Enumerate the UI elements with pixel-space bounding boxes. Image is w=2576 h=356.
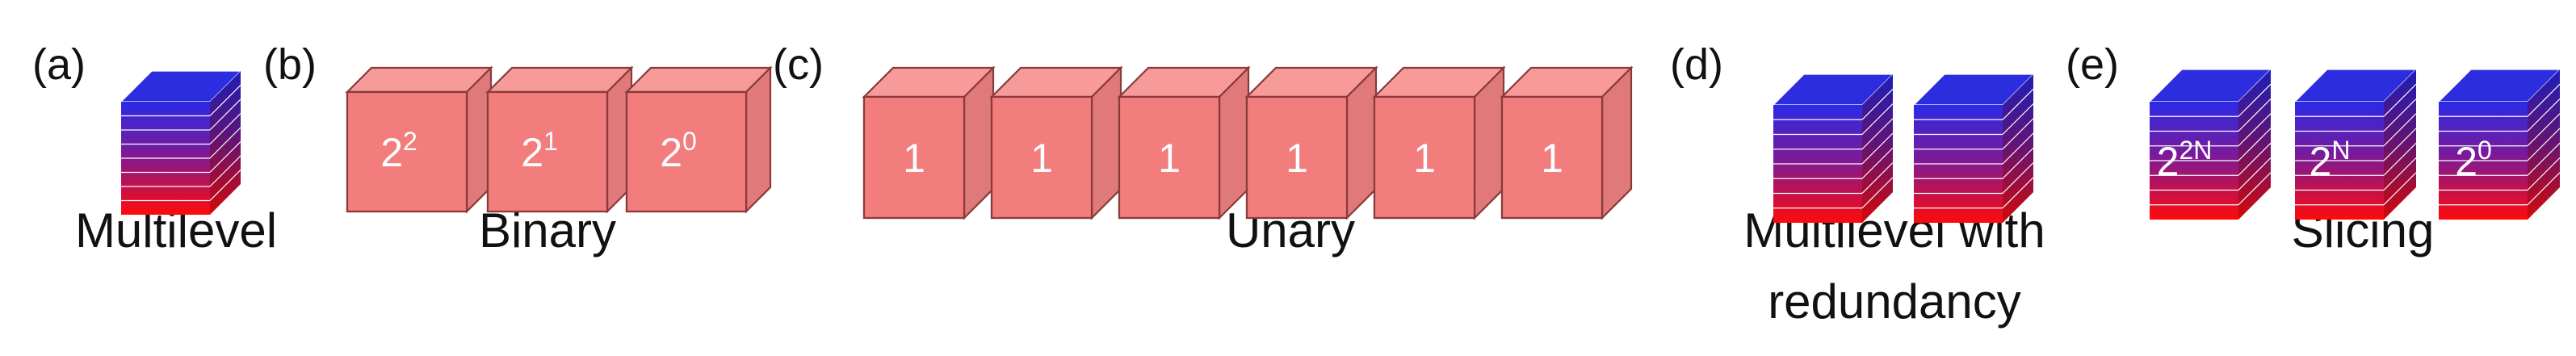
cell-base: 1 — [1286, 136, 1308, 181]
cell-value: 21 — [521, 127, 558, 175]
cell-base: 1 — [1158, 136, 1181, 181]
multilevel-stack: 22N — [2148, 69, 2272, 220]
cell-value: 1 — [1286, 136, 1308, 181]
cell-exponent: 0 — [2477, 136, 2492, 165]
cell-value: 20 — [660, 127, 697, 175]
cell-value: 22 — [380, 127, 417, 175]
multilevel-stack — [1772, 73, 1894, 223]
panel-tag: (a) — [32, 40, 86, 89]
unit-cell: 1 — [862, 65, 996, 220]
panel-caption: redundancy — [1768, 274, 2021, 329]
multilevel-stack: 2N — [2293, 69, 2418, 220]
cell-value: 20 — [2455, 136, 2492, 184]
cell-exponent: N — [2331, 136, 2350, 165]
cell-base: 1 — [903, 136, 925, 181]
panel-tag: (c) — [773, 40, 824, 89]
cell-exponent: 2N — [2179, 136, 2212, 165]
cell-exponent: 1 — [543, 127, 558, 156]
cell-base: 2 — [380, 130, 403, 175]
unit-cell: 1 — [1372, 65, 1506, 220]
cell-base: 2 — [2157, 139, 2180, 184]
cell-base: 2 — [521, 130, 543, 175]
cell-value: 2N — [2310, 136, 2351, 184]
panel-tag: (e) — [2066, 40, 2119, 89]
multilevel-stack: 20 — [2437, 69, 2561, 220]
panel-caption: Binary — [479, 203, 616, 258]
panel-tag: (d) — [1670, 40, 1723, 89]
cell-base: 1 — [1413, 136, 1436, 181]
unit-cell: 21 — [485, 65, 634, 214]
unit-cell: 22 — [345, 65, 493, 214]
cell-base: 2 — [660, 130, 682, 175]
panel-b: (b) Binary — [263, 40, 616, 258]
cell-value: 22N — [2157, 136, 2213, 184]
cell-base: 1 — [1030, 136, 1053, 181]
cell-base: 2 — [2455, 139, 2477, 184]
cell-value: 1 — [1030, 136, 1053, 181]
cell-value: 1 — [1158, 136, 1181, 181]
unit-cell: 1 — [1244, 65, 1378, 220]
cell-base: 1 — [1541, 136, 1563, 181]
cell-value: 1 — [903, 136, 925, 181]
cell-base: 2 — [2310, 139, 2332, 184]
cell-value: 1 — [1413, 136, 1436, 181]
panel-tag: (b) — [263, 40, 317, 89]
cell-exponent: 0 — [682, 127, 697, 156]
multilevel-stack — [120, 70, 242, 215]
multilevel-stack — [1912, 73, 2035, 223]
cell-value: 1 — [1541, 136, 1563, 181]
unit-cell: 1 — [1500, 65, 1634, 220]
unit-cell: 1 — [1117, 65, 1251, 220]
unit-cell: 1 — [989, 65, 1123, 220]
cell-exponent: 2 — [403, 127, 417, 156]
unit-cell: 20 — [624, 65, 773, 214]
